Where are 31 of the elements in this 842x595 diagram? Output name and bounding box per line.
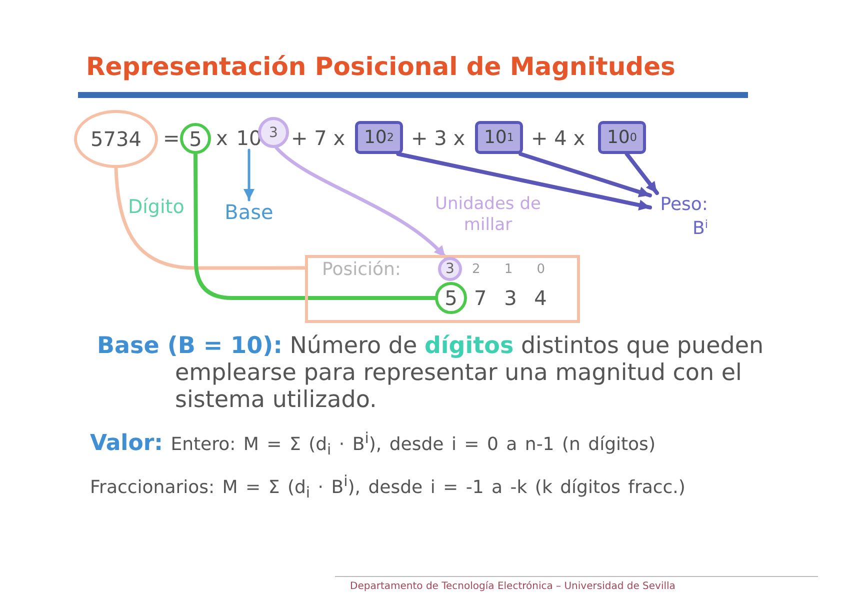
callout-text: Base — [224, 200, 274, 224]
slide-title: Representación Posicional de Magnitudes — [86, 52, 676, 81]
connector-line — [114, 166, 307, 270]
arrow — [624, 152, 659, 195]
circled-digit: 5 — [180, 123, 211, 154]
arrow — [244, 148, 254, 202]
equation-term: = — [163, 126, 180, 150]
equation-term: + 7 x — [291, 126, 346, 150]
index-row: 2 1 0 — [472, 262, 546, 278]
arrow — [518, 152, 652, 198]
circled-digit: 5 — [435, 282, 467, 314]
equation-term: + 4 x — [531, 126, 586, 150]
power-box: 10$^{2}$ — [355, 121, 403, 154]
callout-text: Peso: B$^{i}$ — [650, 193, 708, 241]
footer-text: Departamento de Tecnología Electrónica – Universidad de Sevilla — [350, 581, 676, 593]
equation-term: + 3 x — [411, 126, 466, 150]
circled-digit: 3 — [438, 257, 462, 281]
equation-term: x — [216, 126, 228, 150]
callout-text: Dígito — [128, 195, 184, 219]
definition-text: Base (B = 10): Número de dígitos distintos que pueden emplearse para representar una magnitud con el sistema utilizado. — [97, 333, 765, 414]
digit-row: 7 3 4 — [474, 286, 547, 310]
callout-text: Unidades de millar — [434, 194, 542, 236]
formula-text: Valor: Entero: M = Σ (d$_{i}$ · B$^{i}$), desde i = 0 a n-1 (n dígitos) — [90, 428, 656, 461]
formula-text: Fraccionarios: M = Σ (d$_{i}$ · B$^{i}$), desde i = -1 a -k (k dígitos fracc.) — [90, 471, 686, 504]
table-heading: Posición: — [322, 259, 401, 281]
arrow — [396, 152, 652, 210]
circled-number: 5734 — [74, 110, 158, 168]
power-box: 10$^{0}$ — [598, 121, 646, 154]
position-table — [305, 255, 580, 323]
power-box: 10$^{1}$ — [475, 121, 523, 154]
connector-line — [194, 152, 437, 300]
